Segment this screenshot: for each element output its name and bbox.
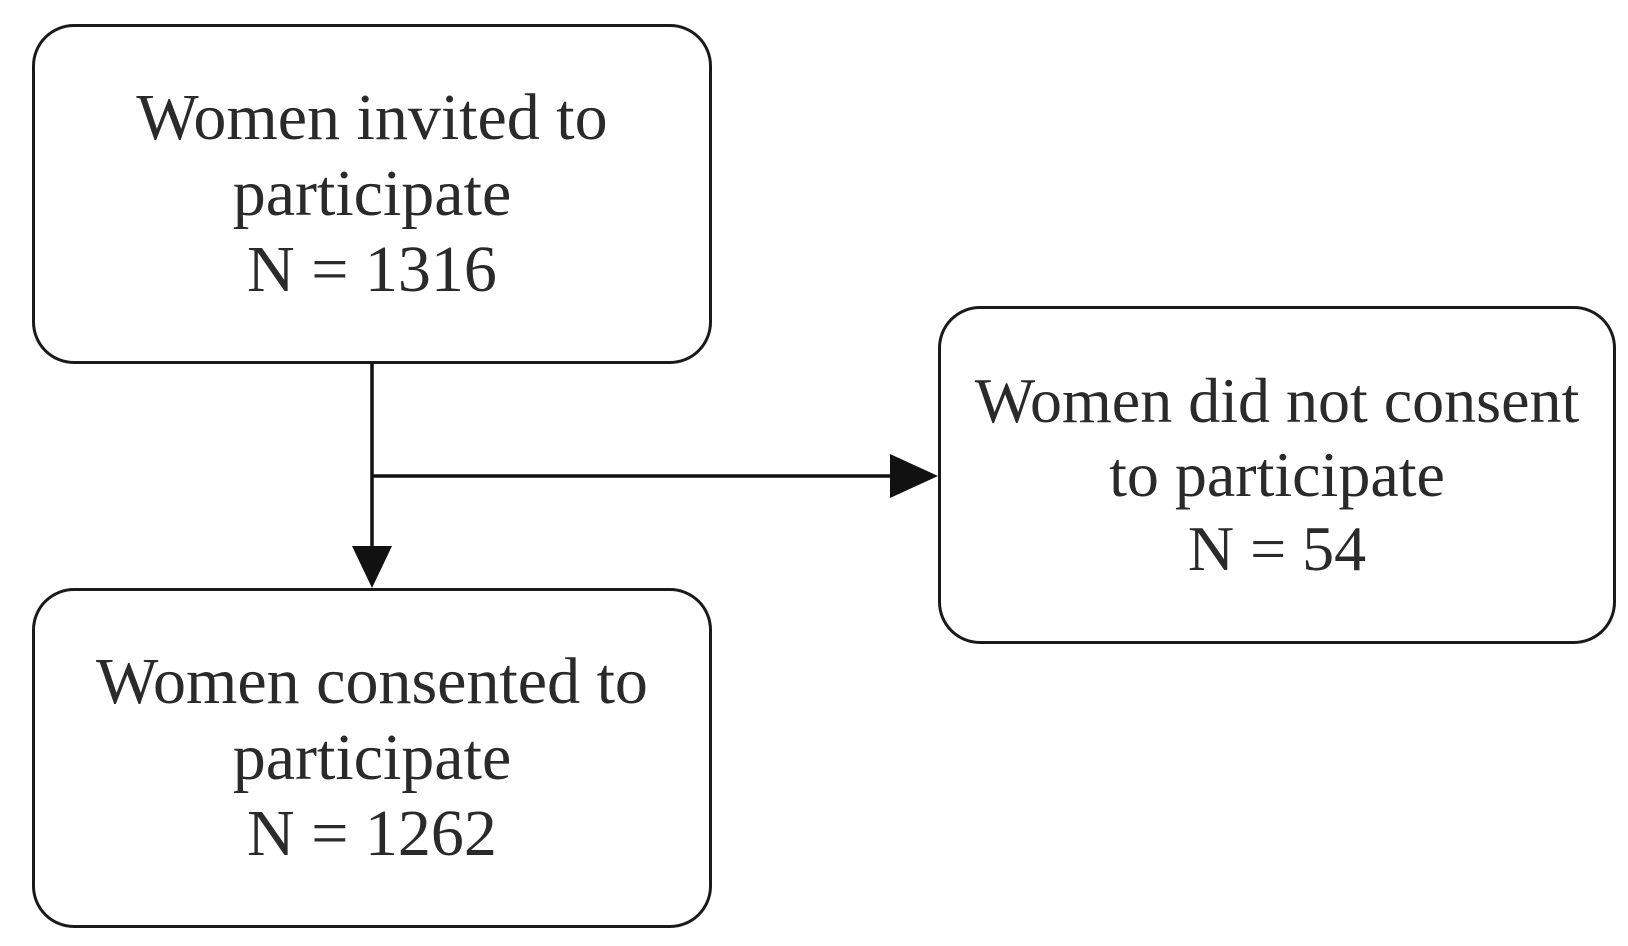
node-women-invited-count: N = 1316 bbox=[247, 233, 497, 306]
node-women-did-not-consent-count: N = 54 bbox=[1187, 513, 1367, 584]
node-women-consented: Women consented to participate N = 1262 bbox=[32, 588, 712, 928]
node-women-invited-line-1: Women invited to bbox=[136, 81, 608, 154]
node-women-did-not-consent-line-2: to participate bbox=[1109, 439, 1445, 510]
node-women-invited-line-2: participate bbox=[232, 157, 512, 230]
node-women-did-not-consent: Women did not consent to participate N =… bbox=[938, 306, 1616, 644]
node-women-did-not-consent-line-1: Women did not consent bbox=[974, 365, 1580, 436]
arrowhead-down bbox=[352, 546, 392, 588]
node-women-consented-line-2: participate bbox=[232, 721, 512, 794]
node-women-invited: Women invited to participate N = 1316 bbox=[32, 24, 712, 364]
arrowhead-right bbox=[890, 454, 938, 498]
node-women-consented-count: N = 1262 bbox=[247, 797, 497, 870]
node-women-consented-line-1: Women consented to bbox=[96, 645, 648, 718]
